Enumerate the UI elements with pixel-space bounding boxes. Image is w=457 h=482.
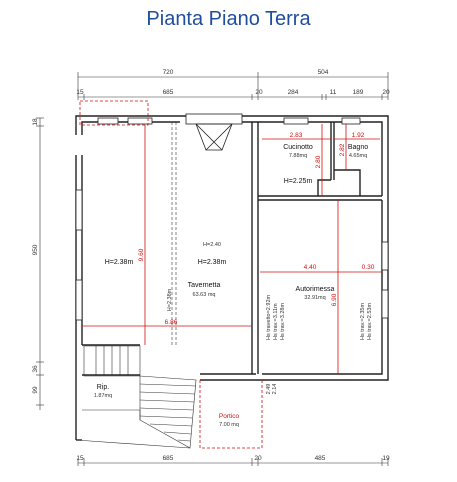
room-ripostiglio-name: Rip.: [97, 384, 110, 391]
dim-bottom-19: 19: [382, 455, 390, 462]
red-dim-bath-w: 1.92: [352, 132, 365, 139]
dim-left-36: 36: [32, 365, 39, 373]
red-dimension-lines: [79, 100, 382, 449]
red-dim-auto-w2: 0.30: [362, 264, 375, 271]
dim-bottom-15: 15: [76, 455, 84, 462]
dim-top-189: 189: [353, 89, 364, 96]
left-dimensions: [36, 117, 44, 410]
dim-left-950: 950: [32, 244, 39, 255]
room-tavernetta-area: 63.63 mq: [193, 292, 216, 298]
auto-height-1c: Hs trav.=3.28m: [280, 303, 286, 340]
walls: [75, 115, 389, 441]
dim-top-11: 11: [330, 89, 337, 96]
room-tavernetta-name: Tavernetta: [188, 282, 221, 289]
room-bagno-area: 4.65mq: [349, 153, 367, 159]
top-dimensions: [77, 72, 389, 100]
auto-height-2b: Hs trav.=2.53m: [367, 303, 373, 340]
red-dim-tav-w: 6.86: [165, 319, 178, 326]
room-portico-area: 7.00 mq: [219, 422, 239, 428]
kitchen-height: H=2.25m: [284, 178, 313, 185]
beam-lines: [171, 122, 177, 345]
dim-top-720: 720: [163, 69, 174, 76]
dim-top-15: 15: [76, 89, 84, 96]
wall-openings: [75, 117, 389, 321]
room-autorimessa-name: Autorimessa: [296, 286, 335, 293]
room-cucinotto-area: 7.88mq: [289, 153, 307, 159]
tavernetta-height-left: H=2.38m: [105, 259, 134, 266]
dim-top-20b: 20: [382, 89, 390, 96]
tavernetta-height-top: H=2.40: [203, 242, 221, 248]
room-bagno-name: Bagno: [348, 144, 368, 151]
room-ripostiglio-area: 1.87mq: [94, 393, 112, 399]
dim-bottom-20: 20: [254, 455, 262, 462]
auto-height-2a: Hs trav.=2.35m: [360, 303, 366, 340]
room-portico-name: Portico: [219, 413, 240, 420]
room-cucinotto-name: Cucinotto: [283, 144, 313, 151]
red-dim-tav-d: 9.60: [138, 248, 145, 261]
red-dim-kitchen-w: 2.83: [290, 132, 303, 139]
red-dim-auto-d: 6.90: [331, 293, 338, 306]
misc-dim-249: 2.49: [266, 384, 272, 395]
staircase: [75, 345, 197, 449]
tavernetta-height-mid: H=2.38m: [198, 259, 227, 266]
bottom-dimensions: [77, 458, 389, 466]
fireplace: [185, 113, 243, 151]
room-autorimessa-area: 32.91mq: [304, 295, 325, 301]
auto-height-1b: Hs trav.=3.11m: [273, 303, 279, 340]
red-dim-auto-w1: 4.40: [304, 264, 317, 271]
dim-top-685: 685: [163, 89, 174, 96]
dim-bottom-485: 485: [315, 455, 326, 462]
dim-left-18: 18: [32, 118, 39, 126]
red-dim-kitchen-d: 2.80: [315, 155, 322, 168]
auto-height-1a: Hs travetto=2.92m: [266, 294, 272, 340]
dim-bottom-685: 685: [163, 455, 174, 462]
tav-inner-height: H=2.38m: [167, 288, 173, 311]
page-title: Pianta Piano Terra: [146, 8, 311, 30]
dim-top-504: 504: [318, 69, 329, 76]
red-dim-bath-d: 2.82: [339, 143, 346, 156]
dim-left-99: 99: [32, 386, 39, 394]
dim-top-20a: 20: [255, 89, 263, 96]
misc-dim-214: 2.14: [272, 384, 278, 395]
dim-top-284: 284: [288, 89, 299, 96]
